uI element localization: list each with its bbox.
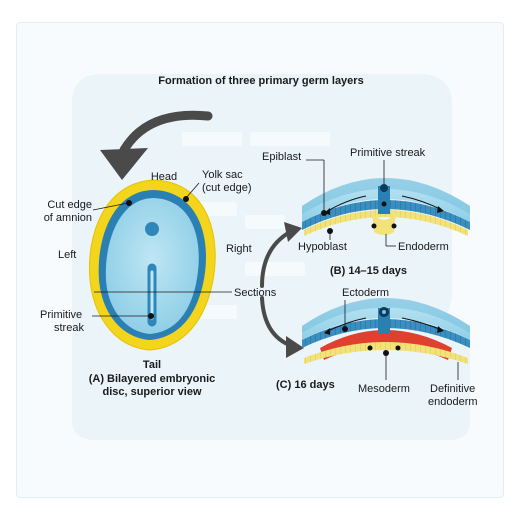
- label-right: Right: [226, 243, 252, 255]
- label-yolk-sac-1: Yolk sac: [202, 169, 243, 181]
- label-yolk-sac-2: (cut edge): [202, 182, 252, 194]
- label-sections: Sections: [234, 287, 277, 299]
- label-epiblast: Epiblast: [262, 151, 301, 163]
- streak-pointer-dot: [148, 313, 154, 319]
- caption-a-2: disc, superior view: [102, 386, 201, 398]
- ectoderm-pointer-dot: [342, 326, 348, 332]
- mesoderm-pointer-dot: [383, 350, 389, 356]
- label-ectoderm: Ectoderm: [342, 287, 389, 299]
- epiblast-pointer-dot: [321, 210, 327, 216]
- amnion-pointer-dot: [126, 200, 132, 206]
- caption-b: (B) 14–15 days: [330, 265, 407, 277]
- label-primitive-streak-b: Primitive streak: [350, 147, 426, 159]
- label-definitive-endoderm-2: endoderm: [428, 396, 478, 408]
- label-left: Left: [58, 249, 76, 261]
- panel-a-disc: [88, 179, 232, 351]
- figure-title: Formation of three primary germ layers: [158, 75, 363, 87]
- curved-arrow-icon: [119, 110, 213, 155]
- label-hypoblast: Hypoblast: [298, 241, 347, 253]
- label-head: Head: [151, 171, 177, 183]
- label-primitive-streak-a-1: Primitive: [40, 309, 82, 321]
- arrow-to-b-icon: [260, 230, 292, 288]
- label-cut-edge-2: of amnion: [44, 212, 92, 224]
- panel-b-section: [302, 178, 470, 236]
- caption-c: (C) 16 days: [276, 379, 335, 391]
- caption-a-1: (A) Bilayered embryonic: [89, 373, 216, 385]
- hypoblast-pointer-dot: [327, 228, 333, 234]
- label-primitive-streak-a-2: streak: [54, 322, 84, 334]
- yolk-sac-pointer-dot: [183, 196, 189, 202]
- label-mesoderm: Mesoderm: [358, 383, 410, 395]
- curved-arrow-head-icon: [100, 148, 148, 180]
- label-cut-edge-1: Cut edge: [47, 199, 92, 211]
- label-definitive-endoderm-1: Definitive: [430, 383, 475, 395]
- label-endoderm: Endoderm: [398, 241, 449, 253]
- label-tail: Tail: [143, 359, 161, 371]
- oropharyngeal-membrane: [145, 222, 159, 236]
